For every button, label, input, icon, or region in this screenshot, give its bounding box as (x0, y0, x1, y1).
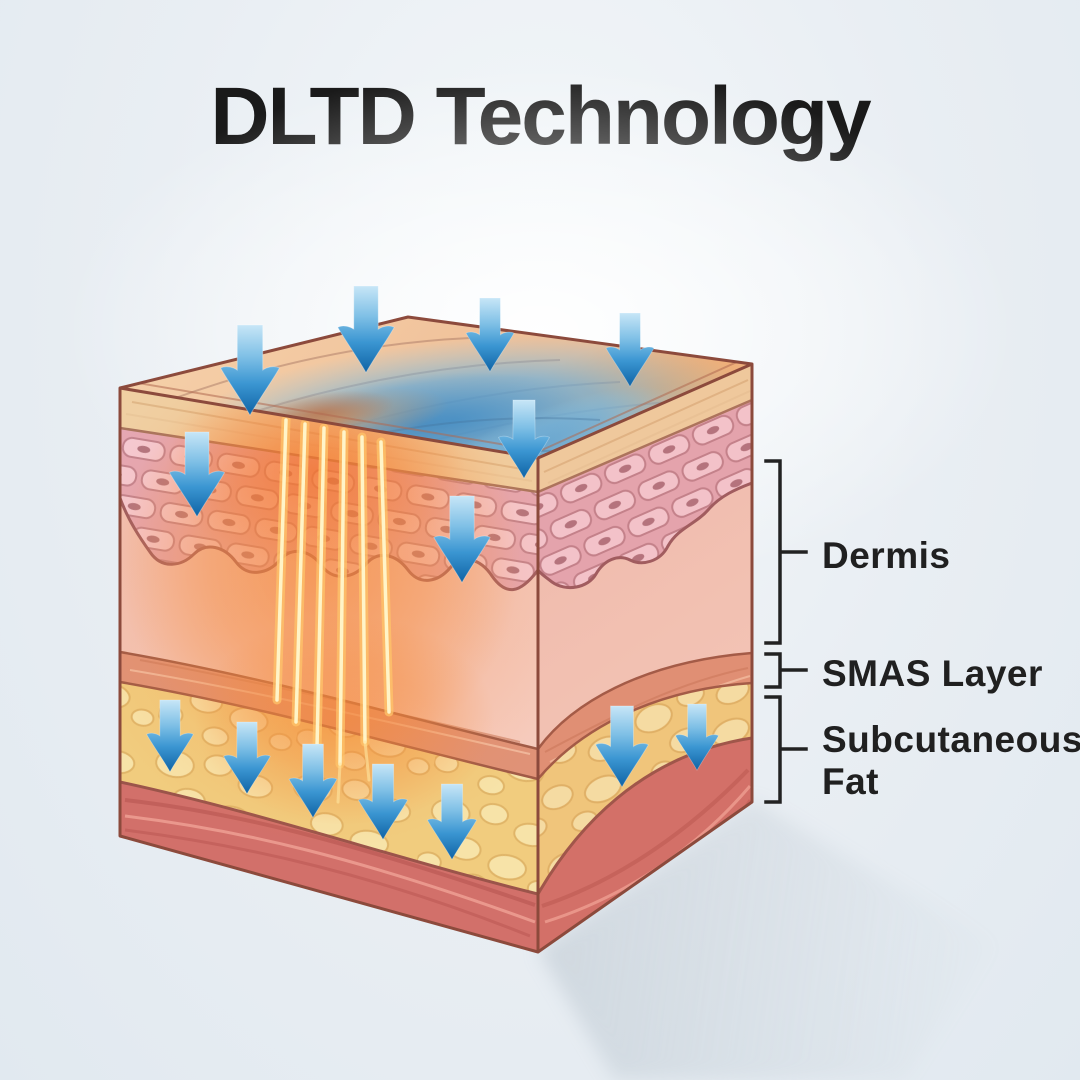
skin-block-right-face (538, 364, 752, 952)
dermis-bracket (764, 459, 808, 645)
block-outline (118, 315, 754, 954)
smas-bracket (764, 652, 808, 689)
subcutaneous-bracket (764, 695, 808, 804)
epidermis-layer-right (538, 364, 752, 492)
annotation-labels: Dermis SMAS Layer Subcutaneous Fat (822, 535, 1080, 802)
skin-block-top-face (120, 317, 752, 458)
smas-layer-right (538, 653, 752, 779)
muscle-layer-right (538, 738, 752, 952)
block-shadow (538, 800, 995, 1080)
annotation-brackets (764, 459, 808, 804)
smas-label: SMAS Layer (822, 653, 1043, 694)
subcutaneous-label-line1: Subcutaneous (822, 719, 1080, 760)
subcutaneous-label-line2: Fat (822, 761, 879, 802)
skin-block-front-face (120, 388, 538, 952)
laser-rays (272, 415, 394, 804)
dermis-label: Dermis (822, 535, 950, 576)
